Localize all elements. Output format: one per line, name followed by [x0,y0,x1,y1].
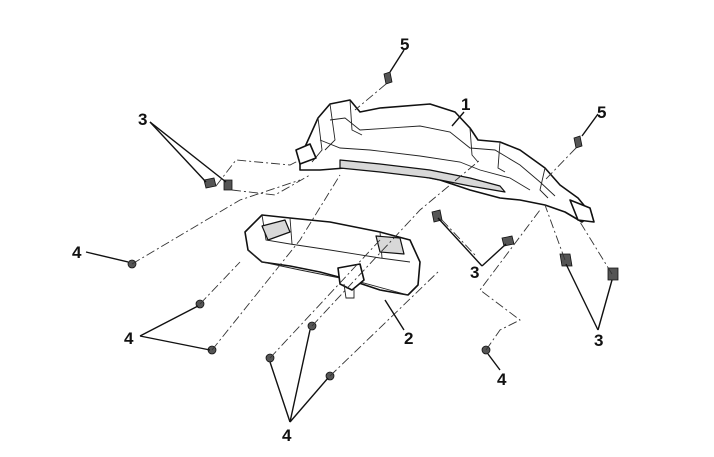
callout-4-left: 4 [72,243,82,262]
callout-2: 2 [404,329,413,348]
callout-4-right: 4 [497,370,507,389]
clip-3-mid-b-icon [501,235,515,247]
callout-3-right: 3 [594,331,603,350]
callout-5-right: 5 [597,103,606,122]
part-2-meter-holder [244,214,421,299]
callout-3-middle: 3 [470,263,479,282]
assembly-lines [131,83,613,377]
bolt-5-left-icon [383,71,393,85]
clip-3-left-a-icon [203,177,217,189]
callout-3-left: 3 [138,110,147,129]
callout-5-top: 5 [400,35,409,54]
callout-4-lower-left: 4 [124,329,134,348]
part-1-upper-cover [295,99,595,223]
callout-4-bottom: 4 [282,426,292,445]
leader-lines [85,49,613,423]
bolt-5-right-icon [573,135,583,149]
callouts: 1 2 3 3 3 4 4 4 4 5 5 [72,35,606,445]
clip-3-right-a-icon [559,253,573,267]
callout-1: 1 [461,95,470,114]
